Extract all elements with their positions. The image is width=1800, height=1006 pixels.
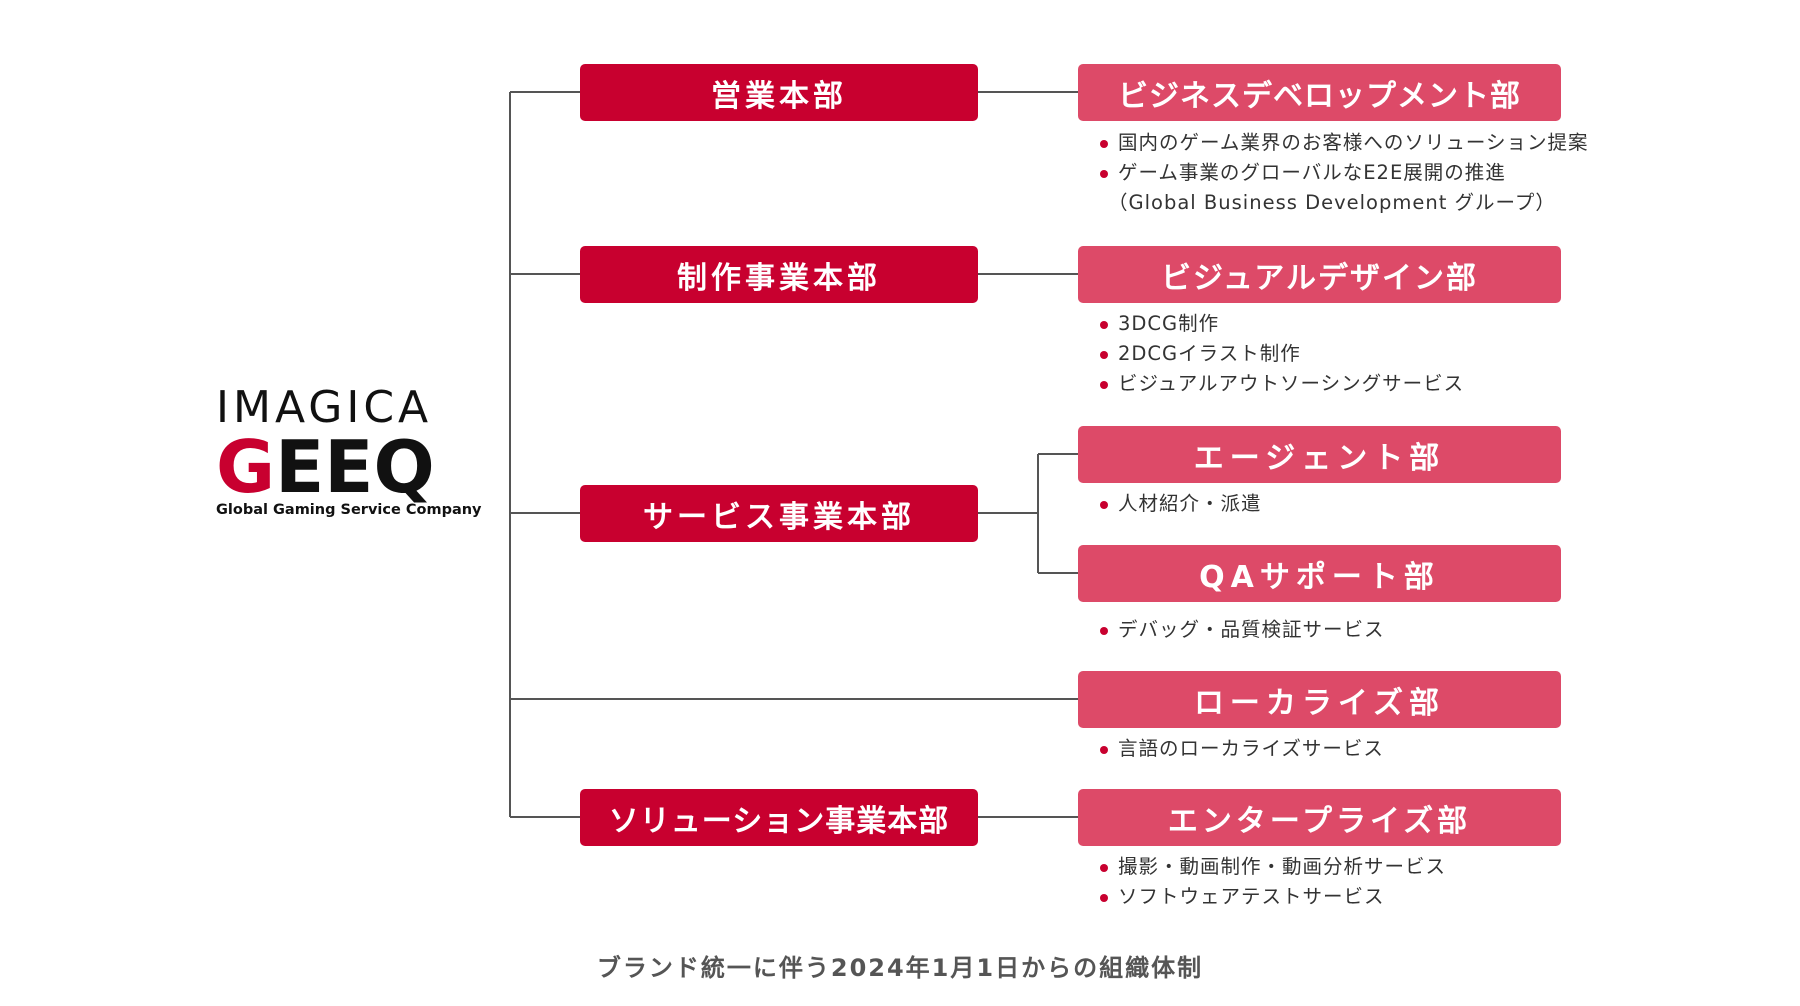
logo-g-accent: G bbox=[216, 425, 276, 509]
list-item: デバッグ・品質検証サービス bbox=[1098, 615, 1385, 645]
list-item: 人材紹介・派遣 bbox=[1098, 489, 1262, 519]
dept-business-development: ビジネスデベロップメント部 bbox=[1078, 64, 1561, 121]
dept-localize: ローカライズ部 bbox=[1078, 671, 1561, 728]
logo-geeq: GEEQ bbox=[216, 431, 476, 503]
company-logo: IMAGICA GEEQ Global Gaming Service Compa… bbox=[216, 382, 482, 519]
list-item: 国内のゲーム業界のお客様へのソリューション提案 bbox=[1098, 128, 1589, 158]
dept-enterprise-items: 撮影・動画制作・動画分析サービス ソフトウェアテストサービス bbox=[1098, 852, 1446, 912]
list-item: 撮影・動画制作・動画分析サービス bbox=[1098, 852, 1446, 882]
logo-tagline: Global Gaming Service Company bbox=[216, 502, 482, 518]
list-item: 3DCG制作 bbox=[1098, 309, 1464, 339]
dept-agent: エージェント部 bbox=[1078, 426, 1561, 483]
hq-sales: 営業本部 bbox=[580, 64, 978, 121]
dept-agent-items: 人材紹介・派遣 bbox=[1098, 489, 1262, 519]
logo-imagica: IMAGICA bbox=[216, 382, 433, 433]
list-item: （Global Business Development グループ） bbox=[1108, 191, 1556, 214]
list-item: ゲーム事業のグローバルなE2E展開の推進 bbox=[1098, 158, 1589, 188]
dept-visual-design: ビジュアルデザイン部 bbox=[1078, 246, 1561, 303]
logo-eeq: EEQ bbox=[275, 425, 435, 509]
list-item: 言語のローカライズサービス bbox=[1098, 734, 1384, 764]
list-item: ビジュアルアウトソーシングサービス bbox=[1098, 369, 1464, 399]
list-item: 2DCGイラスト制作 bbox=[1098, 339, 1464, 369]
list-item: ソフトウェアテストサービス bbox=[1098, 882, 1446, 912]
dept-qa-support-items: デバッグ・品質検証サービス bbox=[1098, 615, 1385, 645]
hq-service: サービス事業本部 bbox=[580, 485, 978, 542]
chart-caption: ブランド統一に伴う2024年1月1日からの組織体制 bbox=[596, 954, 1204, 982]
hq-solution: ソリューション事業本部 bbox=[580, 789, 978, 846]
dept-enterprise: エンタープライズ部 bbox=[1078, 789, 1561, 846]
hq-production: 制作事業本部 bbox=[580, 246, 978, 303]
dept-visual-design-items: 3DCG制作 2DCGイラスト制作 ビジュアルアウトソーシングサービス bbox=[1098, 309, 1464, 399]
dept-qa-support: QAサポート部 bbox=[1078, 545, 1561, 602]
dept-business-development-items: 国内のゲーム業界のお客様へのソリューション提案 ゲーム事業のグローバルなE2E展… bbox=[1098, 128, 1589, 218]
dept-localize-items: 言語のローカライズサービス bbox=[1098, 734, 1384, 764]
